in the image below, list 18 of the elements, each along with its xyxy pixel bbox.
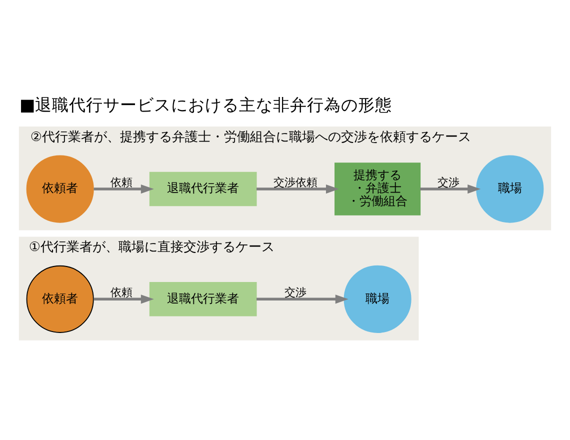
arrow [420,184,481,194]
arrow [94,184,154,194]
edge-label: 依頼 [110,175,133,188]
node-box: 提携する ・弁護士 ・労働組合 [334,162,421,215]
node-box: 退職代行業者 [149,171,257,206]
arrow [256,184,339,194]
arrow [94,294,154,304]
diagram-title: ■退職代行サービスにおける主な非弁行為の形態 [20,95,392,114]
edge-label: 交渉 [284,286,307,299]
node-box: 退職代行業者 [149,282,257,316]
node-circle: 職場 [476,154,544,222]
node-circle: 依頼者 [26,264,94,332]
node-circle: 依頼者 [26,154,94,222]
edge-label: 交渉 [437,175,460,188]
edge-label: 交渉依頼 [274,175,318,188]
node-circle: 職場 [344,264,412,332]
arrow [256,294,348,304]
edge-label: 依頼 [110,286,133,299]
